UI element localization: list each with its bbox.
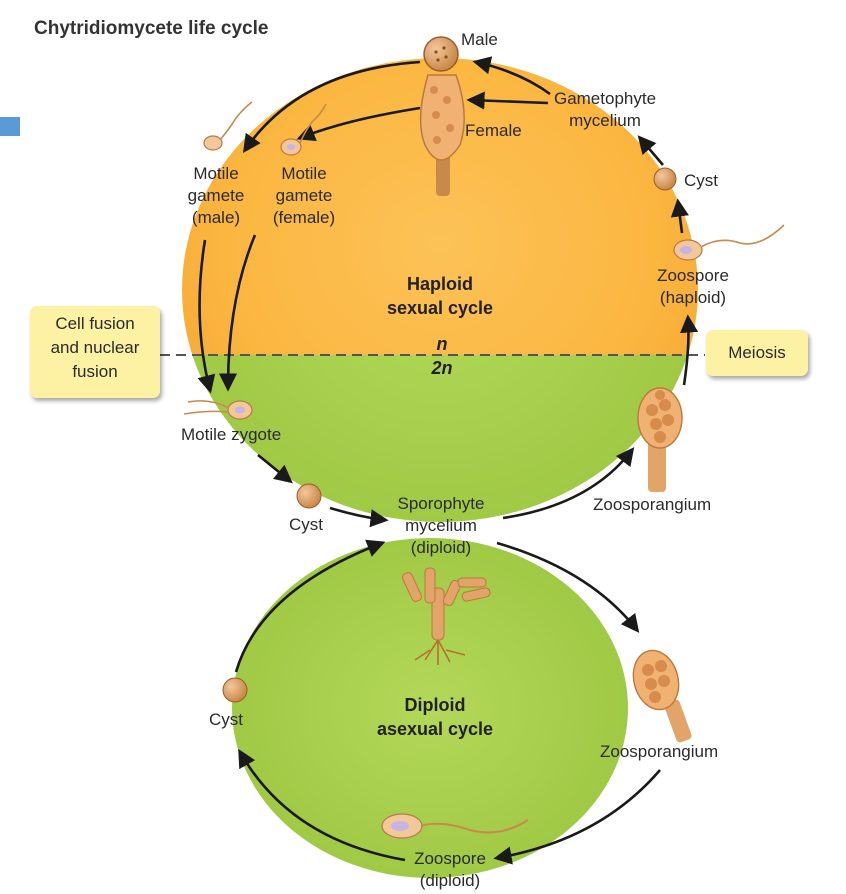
slide-marker xyxy=(0,117,20,136)
label-cyst-top: Cyst xyxy=(684,171,718,190)
zoospore-diploid-illustration xyxy=(381,813,529,839)
motile-gamete-male-illustration xyxy=(203,101,253,151)
label-cyst-bottom: Cyst xyxy=(209,710,243,729)
label-zoospore-diploid: Zoospore(diploid) xyxy=(414,849,486,890)
label-n: n xyxy=(436,334,448,354)
label-cyst-mid: Cyst xyxy=(289,515,323,534)
motile-zygote-illustration xyxy=(183,400,253,420)
cyst-top-illustration xyxy=(653,167,677,191)
cyst-bottom-illustration xyxy=(222,677,248,703)
cycle-arrows xyxy=(197,56,699,865)
zoosporangium-top-illustration xyxy=(637,387,683,492)
label-zoospore-haploid: Zoospore(haploid) xyxy=(657,266,729,307)
label-2n: 2n xyxy=(431,358,453,378)
diploid-upper-region xyxy=(192,355,688,522)
motile-gamete-female-illustration xyxy=(280,103,327,156)
sporophyte-illustration xyxy=(401,567,491,665)
label-male: Male xyxy=(461,30,498,49)
diagram-title: Chytridiomycete life cycle xyxy=(34,18,269,39)
callout-meiosis: Meiosis xyxy=(706,330,808,376)
zoosporangium-bottom-illustration xyxy=(632,649,692,743)
diploid-asexual-region xyxy=(232,538,628,878)
zoospore-haploid-illustration xyxy=(673,224,785,261)
label-female: Female xyxy=(465,121,522,140)
label-zoosporangium-bottom: Zoosporangium xyxy=(600,742,719,761)
label-motile-zygote: Motile zygote xyxy=(181,425,282,444)
label-zoosporangium-top: Zoosporangium xyxy=(593,495,712,514)
gametophyte-illustration xyxy=(419,36,465,196)
cyst-mid-illustration xyxy=(296,483,322,509)
